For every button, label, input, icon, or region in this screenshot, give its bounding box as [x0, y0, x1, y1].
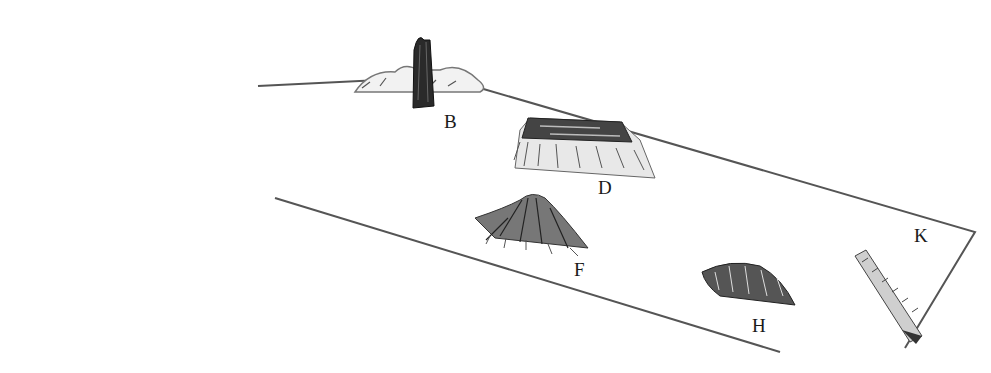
- mesa: [514, 118, 655, 178]
- landform-letter: B: [444, 112, 457, 131]
- landform-letter: F: [574, 260, 585, 279]
- volcanic-neck: [355, 38, 484, 108]
- cinder-cone: [475, 194, 588, 256]
- landform-letter: D: [598, 178, 612, 197]
- slab-outline: [258, 80, 975, 352]
- lava-dome: [702, 263, 795, 305]
- dike: [855, 250, 922, 344]
- landform-letter: K: [914, 226, 928, 245]
- landform-letter: H: [752, 316, 766, 335]
